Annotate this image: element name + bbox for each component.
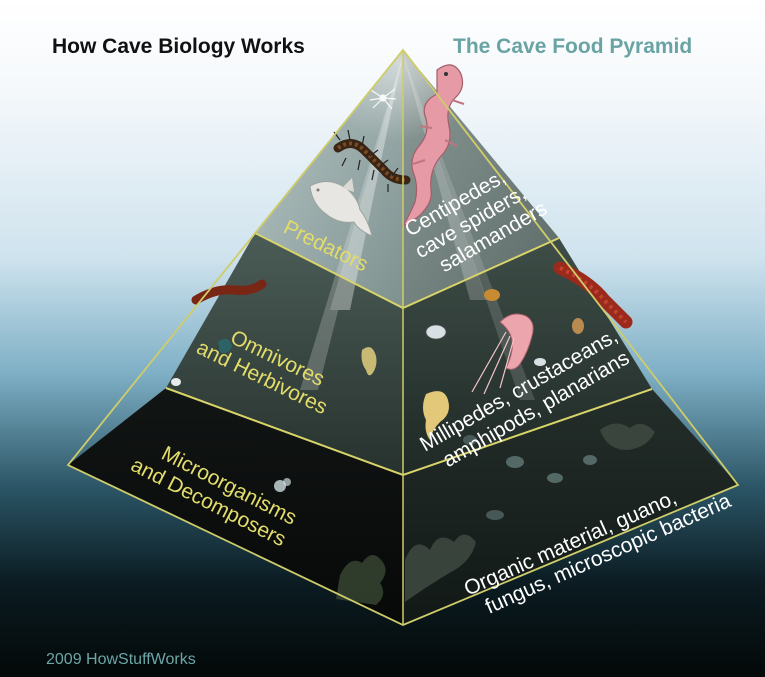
copyright-credit: 2009 HowStuffWorks [46, 651, 196, 669]
